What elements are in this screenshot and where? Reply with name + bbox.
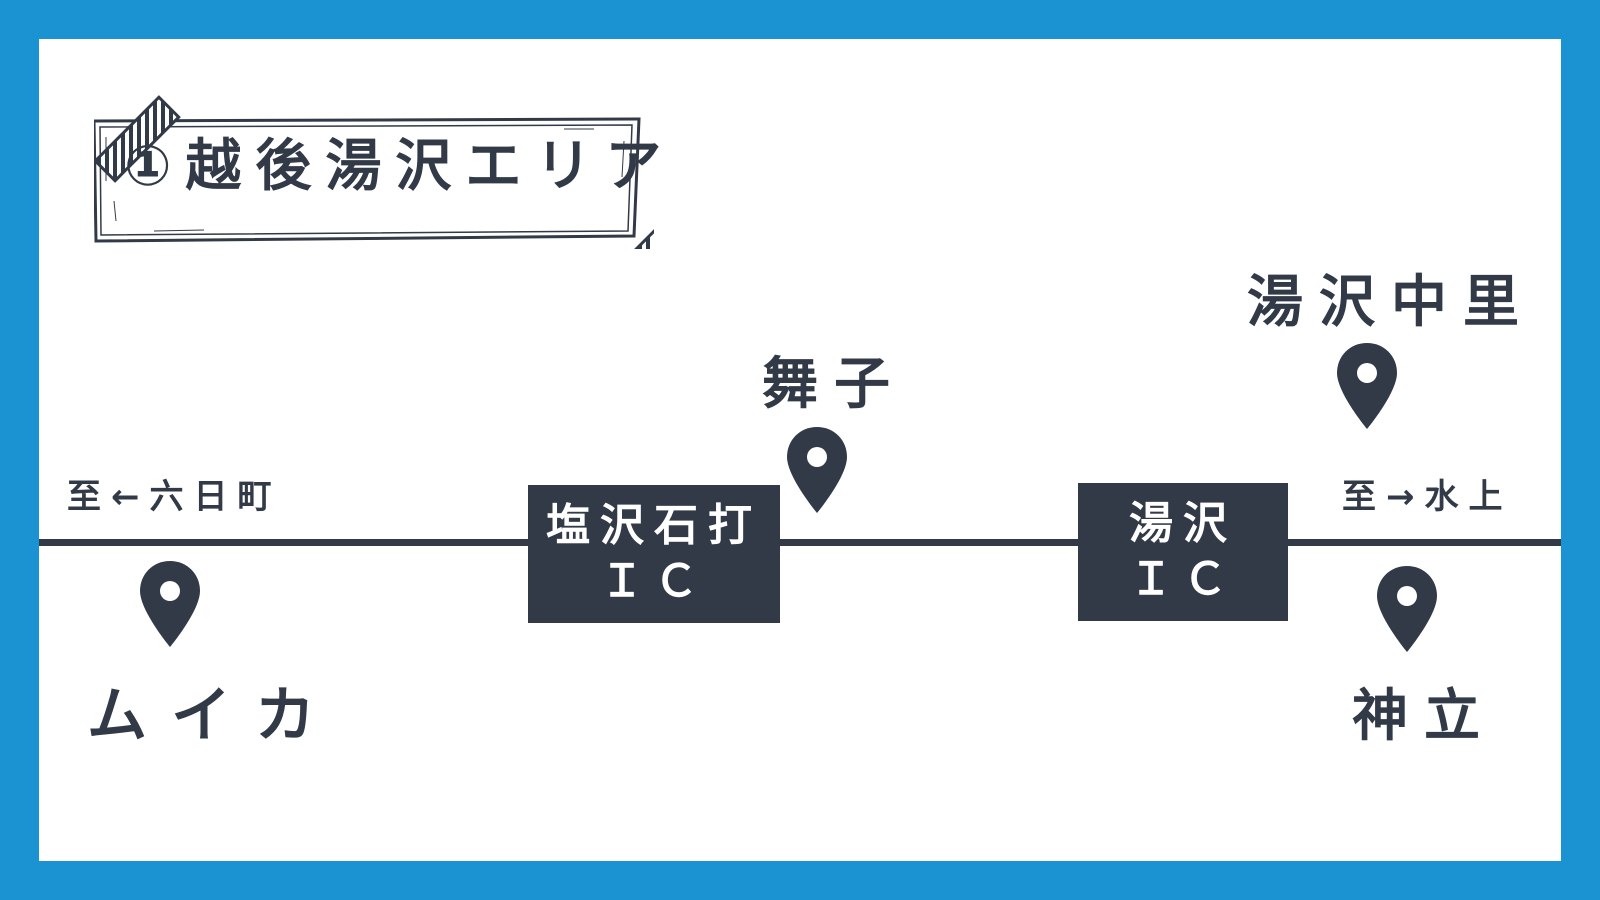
direction-right-label: 至→水上 xyxy=(1342,477,1513,517)
place-label-muika: ムイカ xyxy=(87,681,339,751)
title-card: ①越後湯沢エリア xyxy=(94,81,676,249)
expressway-line xyxy=(39,539,1561,546)
title-card-frame xyxy=(94,95,654,249)
map-pin-icon xyxy=(138,559,202,649)
place-label-yuzawa-nakazato: 湯沢中里 xyxy=(1247,270,1535,335)
map-canvas: ①越後湯沢エリア 至←六日町 至→水上 塩沢石打 ＩＣ 湯沢 ＩＣ ムイカ 舞子… xyxy=(39,39,1561,861)
page-title: ①越後湯沢エリア xyxy=(124,134,676,199)
map-pin-icon xyxy=(1375,564,1439,654)
tape-strip-icon xyxy=(94,95,181,183)
interchange-name: 湯沢 xyxy=(1129,498,1237,549)
interchange-suffix: ＩＣ xyxy=(600,556,708,607)
place-label-maiko: 舞子 xyxy=(762,352,906,417)
direction-left-label: 至←六日町 xyxy=(67,477,282,517)
interchange-yuzawa: 湯沢 ＩＣ xyxy=(1078,483,1288,621)
interchange-suffix: ＩＣ xyxy=(1129,554,1237,605)
place-label-kandatsu: 神立 xyxy=(1352,684,1496,749)
map-pin-icon xyxy=(785,425,849,515)
interchange-name: 塩沢石打 xyxy=(546,500,762,551)
map-pin-icon xyxy=(1335,341,1399,431)
interchange-shiozawa-ishiuchi: 塩沢石打 ＩＣ xyxy=(528,485,780,623)
